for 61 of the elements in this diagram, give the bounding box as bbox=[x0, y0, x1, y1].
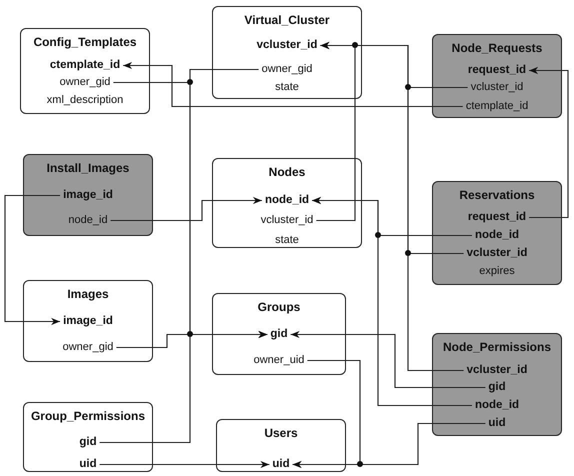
arrow bbox=[123, 62, 463, 108]
table-title: Config_Templates bbox=[33, 35, 137, 50]
field-name: expires bbox=[479, 264, 515, 279]
table-title: Groups bbox=[258, 300, 300, 315]
table-box bbox=[23, 402, 153, 472]
table-title: Node_Requests bbox=[452, 41, 542, 56]
table-box bbox=[212, 293, 346, 375]
arrow bbox=[320, 42, 464, 372]
field-name: owner_gid bbox=[262, 62, 312, 77]
table-box bbox=[20, 28, 150, 114]
arrow bbox=[100, 330, 268, 444]
field-name: gid bbox=[270, 327, 288, 342]
field-name: owner_gid bbox=[60, 75, 110, 90]
field-name: owner_uid bbox=[254, 353, 304, 368]
field-name: vcluster_id bbox=[470, 80, 524, 95]
arrow bbox=[110, 196, 262, 222]
field-name: state bbox=[275, 80, 299, 95]
field-name: vcluster_id bbox=[256, 38, 318, 53]
field-name: vcluster_id bbox=[260, 213, 314, 228]
field-name: image_id bbox=[63, 314, 113, 329]
field-name: state bbox=[275, 233, 299, 248]
field-name: uid bbox=[79, 457, 97, 472]
field-name: node_id bbox=[264, 193, 310, 208]
table-box bbox=[432, 181, 562, 285]
field-name: owner_gid bbox=[62, 340, 114, 355]
arrow bbox=[100, 460, 270, 468]
field-name: node_id bbox=[68, 213, 108, 228]
field-name: gid bbox=[79, 435, 97, 450]
table-box bbox=[216, 419, 346, 472]
table-box bbox=[23, 280, 153, 362]
field-name: ctemplate_id bbox=[466, 99, 528, 114]
arrow bbox=[290, 330, 486, 388]
field-name: uid bbox=[488, 416, 506, 431]
table-box bbox=[212, 6, 362, 99]
arrow bbox=[292, 422, 486, 468]
field-name: gid bbox=[488, 380, 506, 395]
field-name: node_id bbox=[474, 398, 520, 413]
field-name: uid bbox=[272, 457, 290, 472]
table-box bbox=[212, 158, 362, 248]
field-name: vcluster_id bbox=[466, 246, 528, 261]
field-name: request_id bbox=[468, 63, 526, 78]
field-name: xml_description bbox=[46, 93, 124, 108]
field-name: ctemplate_id bbox=[50, 58, 120, 73]
table-title: Images bbox=[67, 287, 109, 302]
arrow bbox=[312, 196, 472, 406]
table-title: Nodes bbox=[268, 165, 306, 180]
field-name: image_id bbox=[63, 188, 113, 203]
field-name: request_id bbox=[468, 210, 526, 225]
table-title: Node_Permissions bbox=[442, 340, 552, 355]
table-box bbox=[23, 154, 153, 236]
field-name: node_id bbox=[474, 228, 520, 243]
table-box bbox=[432, 34, 562, 118]
table-title: Group_Permissions bbox=[30, 409, 146, 424]
table-title: Users bbox=[264, 426, 298, 441]
arrow bbox=[529, 66, 569, 218]
field-name: vcluster_id bbox=[466, 363, 528, 378]
table-title: Install_Images bbox=[46, 161, 130, 176]
table-title: Virtual_Cluster bbox=[244, 13, 330, 28]
arrow bbox=[4, 194, 60, 326]
table-title: Reservations bbox=[459, 188, 535, 203]
table-box bbox=[432, 333, 562, 436]
